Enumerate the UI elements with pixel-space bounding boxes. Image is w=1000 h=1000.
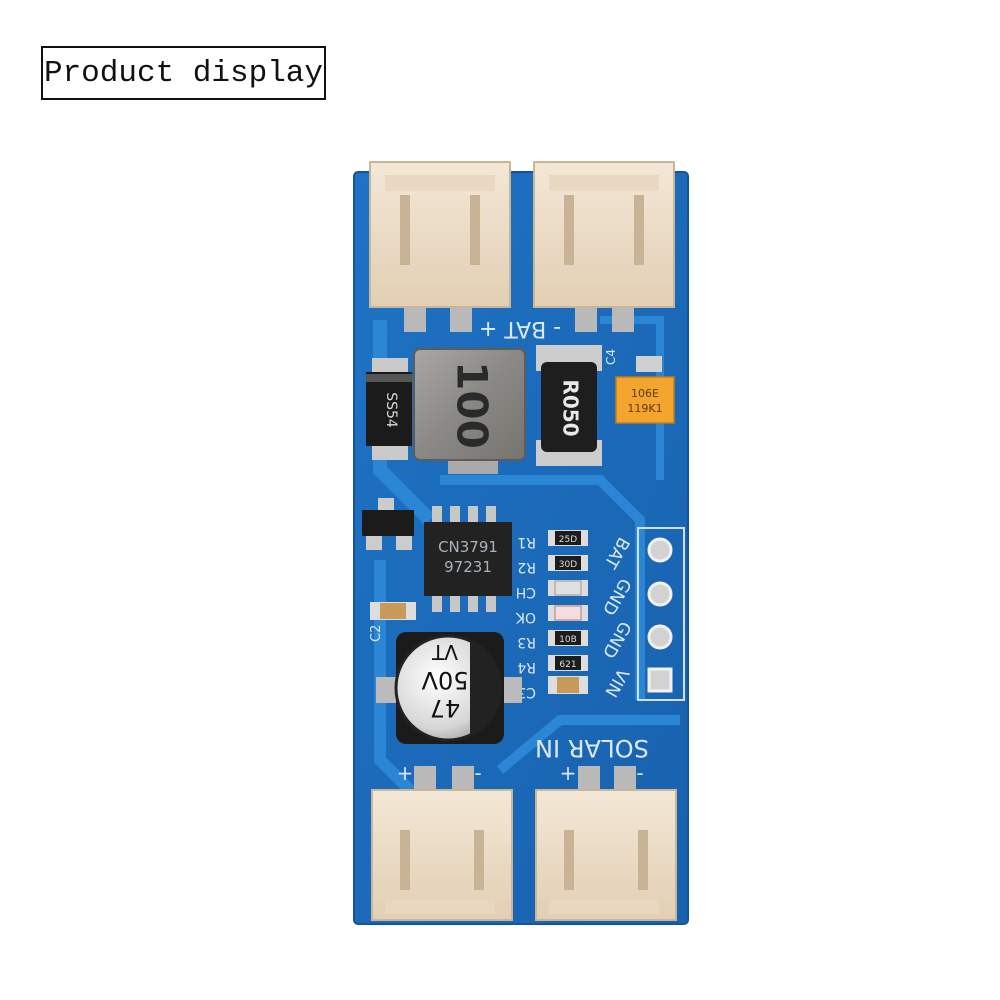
svg-text:R1: R1 (517, 534, 536, 550)
product-display-heading: Product display (41, 46, 326, 100)
bottom-connector-right (535, 766, 677, 921)
svg-text:C4: C4 (604, 349, 618, 365)
diode-ss54: SS54 (366, 358, 412, 460)
smd-resistor-column: 25D 30D 10B 621 (548, 530, 588, 694)
inductor-100: 100 (413, 348, 526, 474)
svg-text:621: 621 (559, 660, 576, 670)
svg-text:VT: VT (431, 640, 458, 664)
bottom-connector-left (371, 766, 513, 921)
svg-text:R2: R2 (517, 559, 536, 575)
svg-text:97231: 97231 (444, 558, 492, 576)
tantalum-capacitor: C4 106E 119K1 (604, 349, 675, 424)
svg-text:CN3791: CN3791 (438, 538, 498, 556)
svg-text:100: 100 (448, 361, 497, 449)
svg-text:CH: CH (516, 584, 536, 600)
capacitor-c2: C2 (369, 602, 416, 642)
label-solar-in: SOLAR IN (535, 734, 649, 762)
svg-text:R4: R4 (517, 659, 536, 675)
svg-text:C2: C2 (369, 625, 384, 642)
top-connector-left (369, 161, 511, 332)
svg-text:R050: R050 (559, 379, 583, 436)
svg-text:-: - (474, 761, 481, 785)
svg-text:+: + (560, 761, 577, 785)
svg-text:R3: R3 (517, 634, 536, 650)
svg-text:119K1: 119K1 (627, 402, 662, 415)
heading-text: Product display (43, 55, 324, 91)
pin-header (637, 527, 685, 701)
label-bat-top: - BAT + (479, 316, 561, 341)
svg-text:+: + (397, 761, 414, 785)
svg-text:SS54: SS54 (383, 392, 399, 428)
small-transistor (362, 498, 414, 550)
svg-text:25D: 25D (559, 535, 577, 545)
svg-text:47: 47 (430, 694, 461, 722)
svg-text:50V: 50V (421, 666, 469, 694)
svg-text:-: - (636, 761, 643, 785)
svg-text:OK: OK (515, 609, 536, 625)
ic-cn3791: CN3791 97231 (424, 506, 512, 612)
svg-text:30D: 30D (559, 560, 577, 570)
svg-text:10B: 10B (559, 635, 577, 645)
resistor-r050: R050 (536, 345, 602, 466)
top-connector-right (533, 161, 675, 332)
electrolytic-capacitor: 47 50V VT (376, 632, 522, 744)
svg-text:106E: 106E (631, 387, 659, 400)
